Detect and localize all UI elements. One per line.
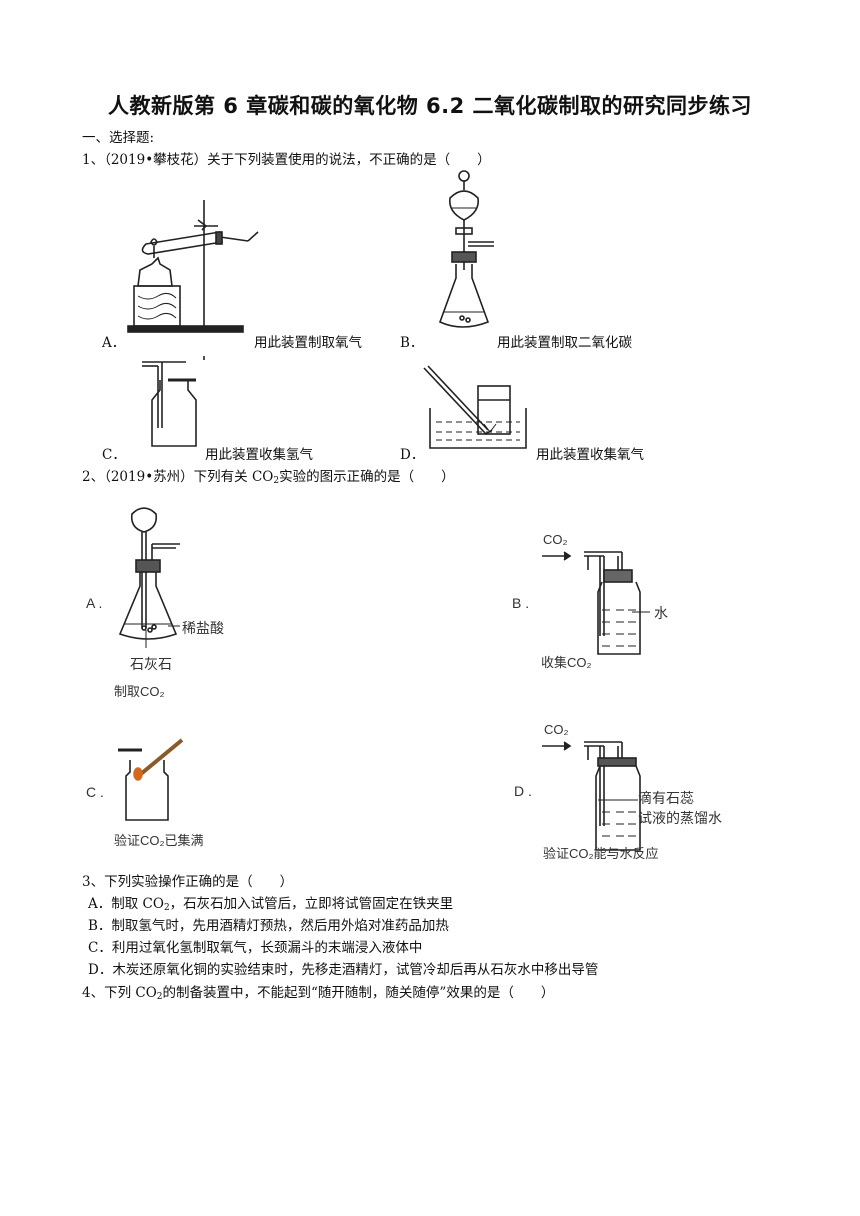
q2-fig-b-caption: 收集CO₂ <box>541 655 592 670</box>
q1-figure-d-apparatus <box>423 365 527 449</box>
q3-option-d: D．木炭还原氧化铜的实验结束时，先移走酒精灯，试管冷却后再从石灰水中移出导管 <box>88 962 599 978</box>
q2-fig-c-letter: C . <box>86 784 104 800</box>
q2-fig-c-caption: 验证CO₂已集满 <box>114 833 204 848</box>
q1-figure-c-apparatus <box>142 356 205 447</box>
question-4-stem: 4、下列 CO2的制备装置中，不能起到“随开随制，随关随停”效果的是（ ） <box>82 985 555 1002</box>
q2-fig-d-gas-label: CO₂ <box>544 722 569 737</box>
question-2-stem: 2、（2019•苏州）下列有关 CO2实验的图示正确的是（ ） <box>82 469 455 486</box>
q1-option-a-text: 用此装置制取氧气 <box>254 335 362 351</box>
q2-figure-d-apparatus <box>542 741 641 851</box>
q3-option-c: C．利用过氧化氢制取氧气，长颈漏斗的末端浸入液体中 <box>88 940 423 956</box>
q2-figure-c-apparatus <box>118 738 184 821</box>
q1-figure-a-apparatus <box>127 200 259 333</box>
q2-fig-a-caption: 制取CO₂ <box>114 684 165 699</box>
q1-option-d-letter: D． <box>400 447 425 463</box>
section-heading: 一、选择题: <box>82 130 155 146</box>
q2-fig-b-gas-label: CO₂ <box>543 532 568 547</box>
q2-fig-d-caption: 验证CO₂能与水反应 <box>543 846 659 861</box>
q1-option-a-letter: A． <box>102 335 126 351</box>
q3-option-b: B．制取氢气时，先用酒精灯预热，然后用外焰对准药品加热 <box>88 918 449 934</box>
q2-fig-d-label-2: 试液的蒸馏水 <box>638 810 722 826</box>
q2-fig-b-label-water: 水 <box>654 605 668 621</box>
q1-option-b-text: 用此装置制取二氧化碳 <box>497 335 632 351</box>
q2-fig-a-label-acid: 稀盐酸 <box>182 620 224 636</box>
q2-figure-b-apparatus <box>542 551 650 655</box>
q2-fig-a-letter: A . <box>86 595 103 611</box>
q1-option-c-letter: C． <box>102 447 126 463</box>
q2-fig-d-letter: D . <box>514 783 532 799</box>
q2-fig-b-letter: B . <box>512 595 530 611</box>
q1-option-b-letter: B． <box>400 335 424 351</box>
q1-figure-b-apparatus <box>438 170 494 328</box>
q2-fig-a-label-limestone: 石灰石 <box>130 656 172 672</box>
q2-fig-d-label-1: 滴有石蕊 <box>638 790 694 806</box>
question-3-stem: 3、下列实验操作正确的是（ ） <box>82 874 294 890</box>
q1-option-c-text: 用此装置收集氢气 <box>205 447 313 463</box>
q1-option-d-text: 用此装置收集氧气 <box>536 447 644 463</box>
question-1-stem: 1、（2019•攀枝花）关于下列装置使用的说法，不正确的是（ ） <box>82 152 491 168</box>
q3-option-a: A．制取 CO2，石灰石加入试管后，立即将试管固定在铁夹里 <box>88 896 454 913</box>
q2-figure-a-apparatus <box>118 507 180 648</box>
page-title: 人教新版第 6 章碳和碳的氧化物 6.2 二氧化碳制取的研究同步练习 <box>107 94 753 118</box>
